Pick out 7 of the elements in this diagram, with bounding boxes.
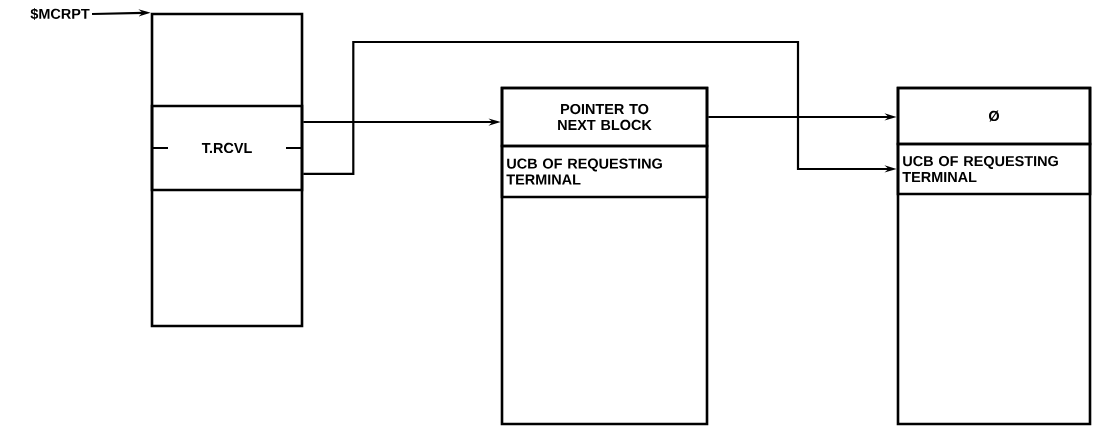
link-field: Ø	[896, 86, 1092, 146]
data-field: UCB OF REQUESTING TERMINAL	[500, 144, 709, 199]
data-field: UCB OF REQUESTING TERMINAL	[896, 142, 1092, 196]
memory-block	[150, 12, 304, 328]
link-field: POINTER TO NEXT BLOCK	[500, 86, 709, 148]
listhead-field: T.RCVL	[150, 104, 304, 192]
pointer-label: $MCRPT	[30, 8, 90, 20]
